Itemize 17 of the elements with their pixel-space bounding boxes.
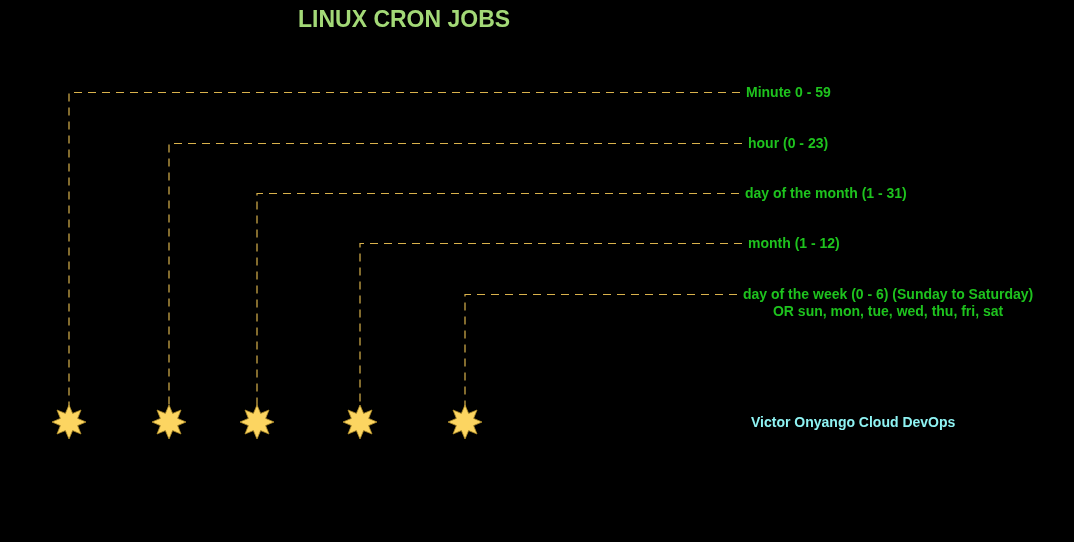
- star-icon: [151, 404, 187, 440]
- author-credit: Victor Onyango Cloud DevOps: [751, 414, 956, 430]
- field-label: month (1 - 12): [748, 235, 840, 252]
- diagram-title: LINUX CRON JOBS: [298, 6, 511, 33]
- field-label: day of the month (1 - 31): [745, 185, 907, 202]
- star-icon: [342, 404, 378, 440]
- field-label: OR sun, mon, tue, wed, thu, fri, sat: [771, 303, 1005, 320]
- leader-line: [256, 192, 740, 408]
- leader-line: [464, 293, 738, 408]
- field-label: hour (0 - 23): [748, 135, 829, 152]
- star-icon: [239, 404, 275, 440]
- field-label: day of the week (0 - 6) (Sunday to Saturday): [743, 286, 1034, 303]
- leader-line: [68, 91, 741, 408]
- star-icon: [447, 404, 483, 440]
- star-icon: [51, 404, 87, 440]
- leader-line: [168, 142, 743, 408]
- field-label: Minute 0 - 59: [746, 84, 831, 101]
